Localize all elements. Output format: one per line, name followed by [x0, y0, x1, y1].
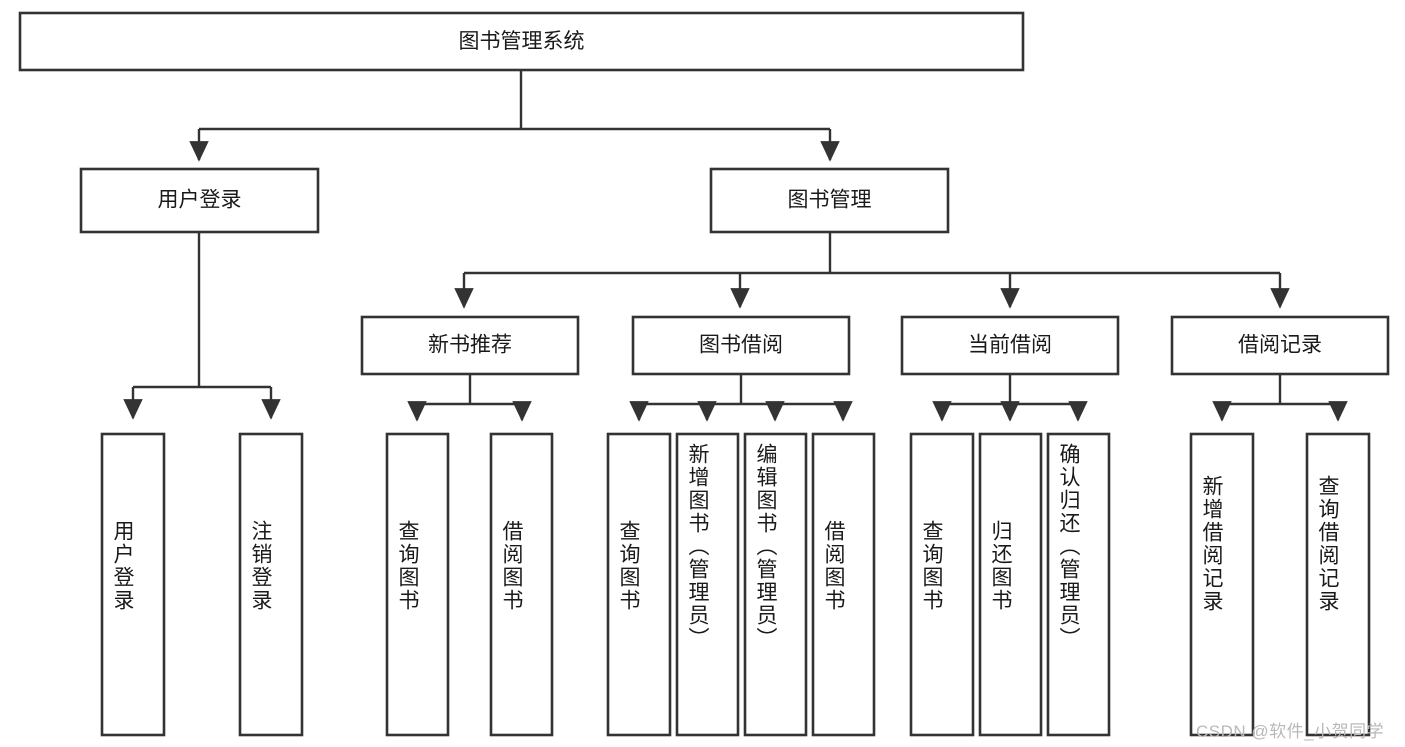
leaf-add-record-box[interactable]	[1189, 432, 1255, 737]
node-current-borrow-box[interactable]	[900, 315, 1120, 376]
connector-group-root	[189, 70, 840, 162]
connector-group-current-borrow	[932, 374, 1088, 422]
leaf-query-record-box[interactable]	[1305, 432, 1371, 737]
node-user-login-box[interactable]	[79, 167, 320, 234]
node-new-book-recommend-label: 新书推荐	[428, 334, 512, 357]
leaf-return-book-box[interactable]	[978, 432, 1043, 737]
node-borrow-record-label: 借阅记录	[1238, 334, 1322, 357]
node-borrow-record-box[interactable]	[1170, 315, 1390, 376]
connector-group-new-book-recommend	[407, 374, 532, 422]
node-user-login-label: 用户登录	[158, 189, 242, 212]
leaf-confirm-return-box[interactable]	[1046, 432, 1111, 737]
leaf-user-login-box[interactable]	[100, 432, 166, 737]
node-new-book-recommend-box[interactable]	[360, 315, 580, 376]
leaf-logout-login-box[interactable]	[238, 432, 304, 737]
leaf-query-book-2-box[interactable]	[606, 432, 672, 737]
connector-group-book-management	[454, 232, 1290, 309]
connector-group-user-login	[123, 232, 281, 420]
node-root-box[interactable]	[18, 11, 1025, 72]
node-current-borrow-label: 当前借阅	[968, 334, 1052, 357]
watermark-text: CSDN @软件_小贺同学	[1196, 722, 1385, 741]
node-book-borrow-label: 图书借阅	[699, 334, 783, 357]
leaf-borrow-book-1-box[interactable]	[489, 432, 554, 737]
node-book-borrow-box[interactable]	[631, 315, 851, 376]
leaf-query-book-1-box[interactable]	[385, 432, 450, 737]
node-book-management-label: 图书管理	[788, 189, 872, 212]
node-root-label: 图书管理系统	[459, 30, 585, 53]
leaf-borrow-book-2-box[interactable]	[811, 432, 876, 737]
leaf-query-book-3-box[interactable]	[909, 432, 975, 737]
node-book-management-box[interactable]	[709, 167, 950, 234]
leaf-add-book-box[interactable]	[675, 432, 740, 737]
leaf-edit-book-box[interactable]	[743, 432, 808, 737]
connector-group-borrow-record	[1212, 374, 1348, 422]
connector-group-book-borrow	[629, 374, 853, 422]
